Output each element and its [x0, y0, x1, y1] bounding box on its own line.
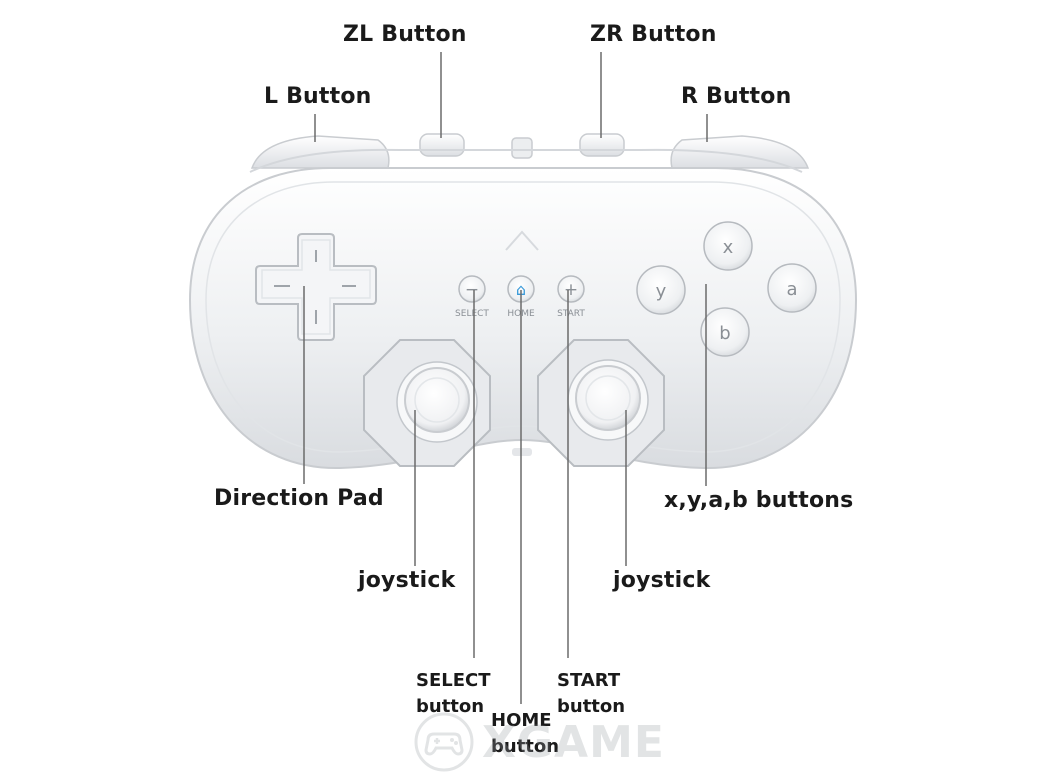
- shoulder-buttons: [249, 133, 810, 173]
- zl-button-label: ZL Button: [343, 22, 467, 47]
- y-button-label: y: [656, 281, 667, 302]
- start-label-line2: button: [557, 696, 626, 717]
- left-joystick[interactable]: [363, 339, 491, 467]
- b-button[interactable]: b: [700, 307, 750, 357]
- y-button[interactable]: y: [636, 265, 686, 315]
- b-button-label: b: [719, 323, 730, 344]
- x-button[interactable]: x: [703, 221, 753, 271]
- direction-pad[interactable]: [255, 233, 377, 341]
- x-button-label: x: [723, 237, 734, 258]
- cable-connector: [511, 137, 533, 159]
- home-label-line2: button: [491, 736, 560, 757]
- top-ridge: [249, 148, 803, 173]
- a-button[interactable]: a: [767, 263, 817, 313]
- home-button-label: HOME button: [491, 708, 559, 760]
- zr-trigger-button[interactable]: [579, 133, 625, 157]
- l-button-label: L Button: [264, 84, 372, 109]
- xyab-buttons-label: x,y,a,b buttons: [664, 488, 854, 513]
- select-button-label: SELECT button: [416, 668, 491, 720]
- bottom-seam: [512, 448, 532, 456]
- zr-button-label: ZR Button: [590, 22, 717, 47]
- r-button-label: R Button: [681, 84, 792, 109]
- center-notch: [505, 230, 539, 251]
- right-joystick[interactable]: [537, 339, 665, 467]
- watermark: XGAME: [412, 710, 665, 774]
- r-shoulder-button[interactable]: [670, 135, 810, 169]
- select-button[interactable]: −: [458, 275, 486, 303]
- leader-lines: [303, 52, 708, 704]
- start-button-label: START button: [557, 668, 625, 720]
- home-icon: ⌂: [516, 280, 526, 299]
- select-symbol: −: [465, 280, 479, 300]
- direction-pad-label: Direction Pad: [214, 486, 384, 511]
- start-caption: START: [557, 309, 585, 319]
- joystick-left-label: joystick: [358, 568, 456, 593]
- body-inner-rim: [205, 181, 841, 453]
- joystick-right-label: joystick: [613, 568, 711, 593]
- start-button[interactable]: +: [557, 275, 585, 303]
- watermark-text: XGAME: [482, 716, 665, 768]
- gamepad-icon: [414, 712, 474, 772]
- home-label-line1: HOME: [491, 710, 552, 731]
- start-label-line1: START: [557, 670, 621, 691]
- select-label-line1: SELECT: [416, 670, 491, 691]
- zl-trigger-button[interactable]: [419, 133, 465, 157]
- start-symbol: +: [564, 280, 578, 300]
- select-label-line2: button: [416, 696, 485, 717]
- select-caption: SELECT: [455, 309, 489, 319]
- controller-body: [188, 167, 858, 470]
- a-button-label: a: [786, 279, 797, 300]
